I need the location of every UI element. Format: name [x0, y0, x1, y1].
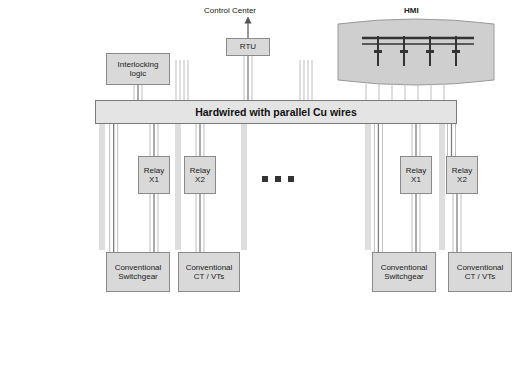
- hmi-label: HMI: [404, 6, 419, 15]
- wire-strand: [100, 124, 101, 250]
- wire-strand: [368, 124, 369, 250]
- wire-connector: [451, 124, 452, 156]
- ctvt-box: Conventional CT / VTs: [448, 252, 512, 292]
- wire-strand: [392, 84, 393, 100]
- wire-strand: [370, 124, 371, 250]
- wire-strand: [142, 85, 143, 100]
- box-text: Conventional CT / VTs: [182, 263, 236, 281]
- wire-strand: [455, 124, 456, 156]
- switchgear-box: Conventional Switchgear: [372, 252, 436, 292]
- wire-strand: [242, 124, 243, 250]
- box-text: Relay X2: [188, 166, 212, 184]
- wire-strand: [374, 124, 375, 252]
- wire-strand: [246, 124, 247, 250]
- wire-strand: [453, 194, 454, 252]
- control-center-label: Control Center: [204, 6, 256, 15]
- wire-strand: [252, 56, 253, 100]
- wire-strand: [461, 194, 462, 252]
- rtu-box: RTU: [226, 38, 270, 56]
- wire-strand: [104, 124, 105, 250]
- wire-strand: [178, 124, 179, 250]
- wire-strand: [444, 124, 445, 250]
- box-text: Relay X1: [404, 166, 428, 184]
- wire-strand: [109, 124, 110, 252]
- wire-strand: [304, 60, 305, 100]
- wire-strand: [196, 194, 197, 252]
- wire-strand: [420, 194, 421, 252]
- wire-strand: [382, 124, 383, 252]
- wire-strand: [158, 124, 159, 156]
- relay-box: Relay X1: [400, 156, 432, 194]
- wire-strand: [366, 124, 367, 250]
- wire-connector: [199, 124, 200, 156]
- wire-strand: [180, 60, 181, 100]
- wire-connector: [247, 56, 248, 100]
- hmi-screen: [338, 19, 494, 85]
- relay-box: Relay X2: [446, 156, 478, 194]
- wire-connector: [378, 124, 379, 252]
- wire-strand: [440, 124, 441, 250]
- wire-strand: [204, 124, 205, 156]
- wire-strand: [431, 84, 432, 100]
- wire-strand: [405, 84, 406, 100]
- box-text: RTU: [240, 42, 256, 51]
- box-text: Hardwired with parallel Cu wires: [195, 106, 357, 118]
- wire-strand: [158, 194, 159, 252]
- control-center-link: [247, 20, 248, 38]
- box-text: Conventional Switchgear: [376, 263, 432, 281]
- relay-box: Relay X2: [184, 156, 216, 194]
- wire-connector: [153, 194, 154, 252]
- wire-strand: [204, 194, 205, 252]
- wire-strand: [412, 124, 413, 156]
- wire-strand: [150, 124, 151, 156]
- box-text: Conventional CT / VTs: [452, 263, 508, 281]
- wire-strand: [244, 56, 245, 100]
- wire-connector: [456, 194, 457, 252]
- wire-strand: [176, 60, 177, 100]
- wire-strand: [447, 124, 448, 156]
- wire-strand: [184, 60, 185, 100]
- wire-strand: [176, 124, 177, 250]
- wire-strand: [102, 124, 103, 250]
- continuation-dots: [262, 176, 294, 182]
- wire-connector: [113, 124, 114, 252]
- wire-strand: [418, 84, 419, 100]
- wire-strand: [444, 84, 445, 100]
- wire-strand: [442, 124, 443, 250]
- wire-strand: [300, 60, 301, 100]
- wire-connector: [199, 194, 200, 252]
- wire-connector: [415, 124, 416, 156]
- box-text: Conventional Switchgear: [110, 263, 166, 281]
- wire-strand: [412, 194, 413, 252]
- wire-connector: [153, 124, 154, 156]
- wire-strand: [180, 124, 181, 250]
- wire-strand: [196, 124, 197, 156]
- box-text: Interlocking logic: [110, 60, 166, 78]
- interlocking-box: Interlocking logic: [106, 53, 170, 85]
- switchgear-box: Conventional Switchgear: [106, 252, 170, 292]
- wire-strand: [150, 194, 151, 252]
- wire-strand: [244, 124, 245, 250]
- wire-strand: [312, 60, 313, 100]
- parallel-wires: [100, 56, 461, 252]
- wire-strand: [379, 84, 380, 100]
- wire-strand: [420, 124, 421, 156]
- box-text: Relay X1: [142, 166, 166, 184]
- wire-strand: [366, 84, 367, 100]
- wire-strand: [188, 60, 189, 100]
- wire-connector: [137, 85, 138, 100]
- wire-connector: [415, 194, 416, 252]
- wire-strand: [134, 85, 135, 100]
- ctvt-box: Conventional CT / VTs: [178, 252, 240, 292]
- hardwired-band: Hardwired with parallel Cu wires: [95, 100, 457, 124]
- wire-strand: [308, 60, 309, 100]
- relay-box: Relay X1: [138, 156, 170, 194]
- box-text: Relay X2: [450, 166, 474, 184]
- wire-strand: [117, 124, 118, 252]
